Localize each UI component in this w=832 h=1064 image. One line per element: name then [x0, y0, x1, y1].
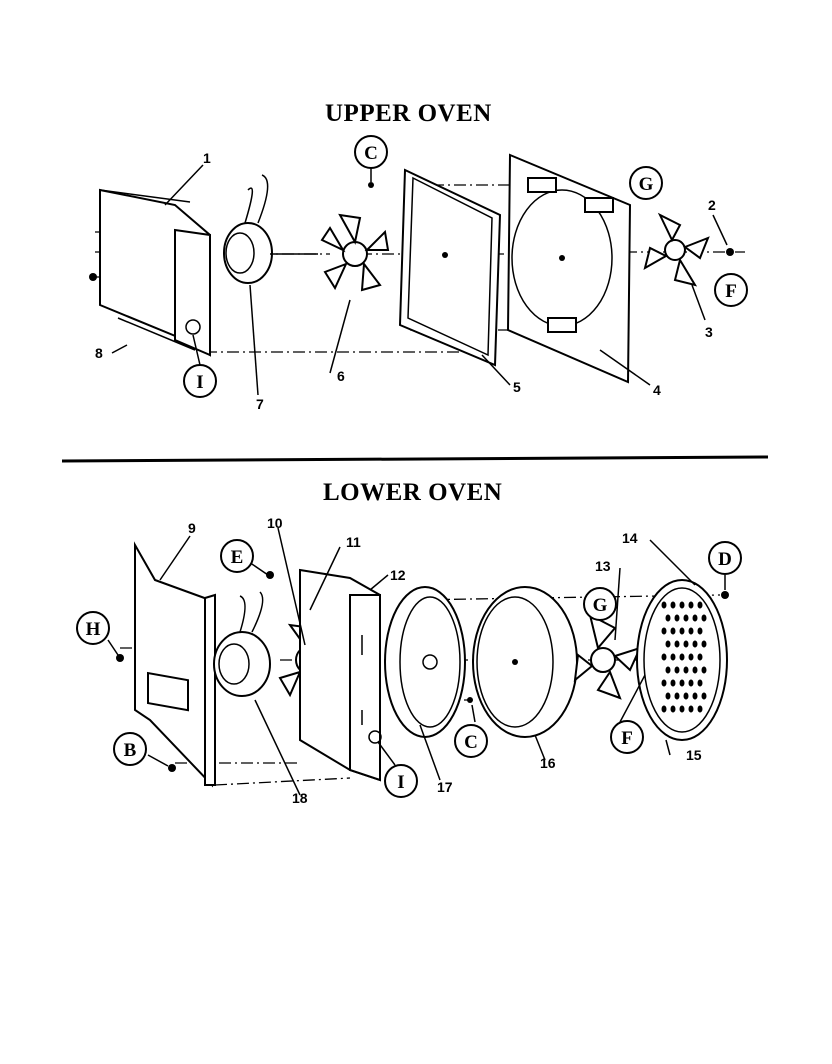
perforation-hole	[670, 705, 676, 713]
part-6-fan-blade	[320, 213, 390, 292]
perforation-hole	[701, 640, 707, 648]
perforation-hole	[688, 601, 694, 609]
perforation-hole	[697, 705, 703, 713]
part-13-fan	[573, 613, 642, 700]
part-12-bracket	[266, 568, 382, 782]
perforation-hole	[692, 666, 698, 674]
part-18-motor	[213, 591, 271, 697]
callout-f-lower: F	[621, 728, 633, 749]
perforation-hole	[679, 705, 685, 713]
part-9-back-plate	[134, 541, 216, 788]
label-4: 4	[653, 382, 661, 398]
part-4-housing	[506, 153, 632, 384]
perforation-hole	[661, 679, 667, 687]
perforation-hole	[670, 679, 676, 687]
perforation-hole	[701, 692, 707, 700]
label-7: 7	[256, 396, 264, 412]
perforation-hole	[674, 614, 680, 622]
lower-oven-section: LOWER OVEN	[76, 479, 742, 806]
perforation-hole	[688, 679, 694, 687]
perforation-hole	[697, 653, 703, 661]
perforation-hole	[683, 614, 689, 622]
label-16: 16	[540, 755, 556, 771]
perforation-hole	[701, 666, 707, 674]
upper-oven-section: UPPER OVEN	[89, 100, 748, 412]
part-5-plate	[398, 168, 502, 367]
perforation-hole	[683, 692, 689, 700]
label-10: 10	[267, 515, 283, 531]
label-9: 9	[188, 520, 196, 536]
perforation-hole	[679, 601, 685, 609]
perforation-hole	[679, 679, 685, 687]
perforation-hole	[661, 653, 667, 661]
perforation-hole	[683, 666, 689, 674]
label-14: 14	[622, 530, 638, 546]
lower-oven-title: LOWER OVEN	[323, 479, 502, 506]
callout-c-lower: C	[464, 732, 478, 753]
label-18: 18	[292, 790, 308, 806]
perforation-hole	[665, 640, 671, 648]
upper-leader-lines	[111, 164, 728, 396]
perforation-hole	[692, 614, 698, 622]
perforation-hole	[679, 653, 685, 661]
perforation-hole	[697, 627, 703, 635]
perforation-hole	[670, 653, 676, 661]
perforation-hole	[679, 627, 685, 635]
callout-g-lower: G	[593, 595, 608, 616]
callout-i-lower: I	[397, 772, 404, 793]
label-17: 17	[437, 779, 453, 795]
perforation-hole	[670, 601, 676, 609]
label-11: 11	[346, 534, 361, 550]
label-2: 2	[708, 197, 716, 213]
perforation-hole	[674, 692, 680, 700]
callout-i: I	[196, 372, 203, 393]
callout-b: B	[124, 740, 137, 761]
perforation-hole	[701, 614, 707, 622]
label-3: 3	[705, 324, 713, 340]
label-15: 15	[686, 747, 702, 763]
callout-h: H	[86, 619, 101, 640]
part-7-motor	[223, 174, 318, 284]
perforation-hole	[665, 692, 671, 700]
perforation-hole	[661, 705, 667, 713]
part-14-perforated-plate	[636, 579, 728, 741]
label-8: 8	[95, 345, 103, 361]
label-12: 12	[390, 567, 406, 583]
part-1-motor-bracket	[89, 188, 211, 357]
perforation-hole	[688, 627, 694, 635]
callout-d: D	[718, 549, 732, 570]
perforation-hole	[661, 627, 667, 635]
perforation-hole	[688, 705, 694, 713]
upper-oven-title: UPPER OVEN	[325, 100, 492, 127]
callout-e: E	[231, 547, 244, 568]
label-6: 6	[337, 368, 345, 384]
perforation-hole	[692, 640, 698, 648]
perforation-hole	[697, 679, 703, 687]
perforation-hole	[670, 627, 676, 635]
part-17-shroud	[384, 586, 466, 738]
perforation-hole	[674, 666, 680, 674]
perforation-hole	[697, 601, 703, 609]
perforation-hole	[674, 640, 680, 648]
callout-g: G	[639, 174, 654, 195]
perforation-hole	[665, 614, 671, 622]
label-1: 1	[203, 150, 211, 166]
perforation-hole	[688, 653, 694, 661]
label-13: 13	[595, 558, 611, 574]
label-5: 5	[513, 379, 521, 395]
perforation-hole	[692, 692, 698, 700]
perforation-hole	[665, 666, 671, 674]
part-16-cover	[472, 586, 578, 738]
section-divider	[61, 455, 769, 463]
callout-c: C	[364, 143, 378, 164]
perforation-hole	[661, 601, 667, 609]
part-3-small-fan	[643, 212, 710, 287]
callout-f: F	[725, 281, 737, 302]
perforation-hole	[683, 640, 689, 648]
